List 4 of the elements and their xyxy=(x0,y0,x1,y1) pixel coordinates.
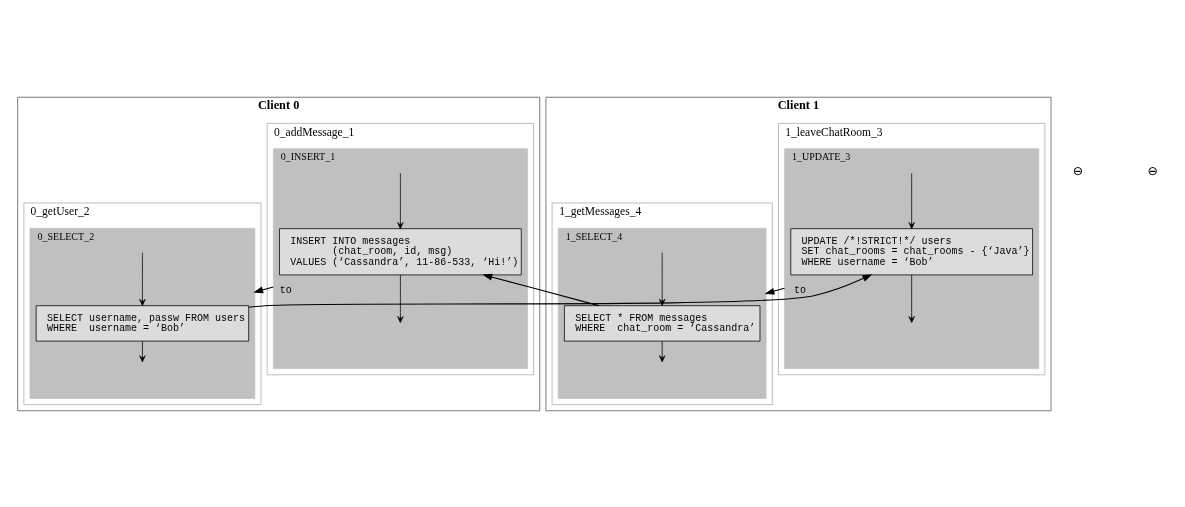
edge-label: to xyxy=(794,284,807,296)
edge-label: to xyxy=(279,284,292,296)
label: ⊖ xyxy=(1147,163,1158,178)
label: ⊖ xyxy=(1072,163,1084,178)
